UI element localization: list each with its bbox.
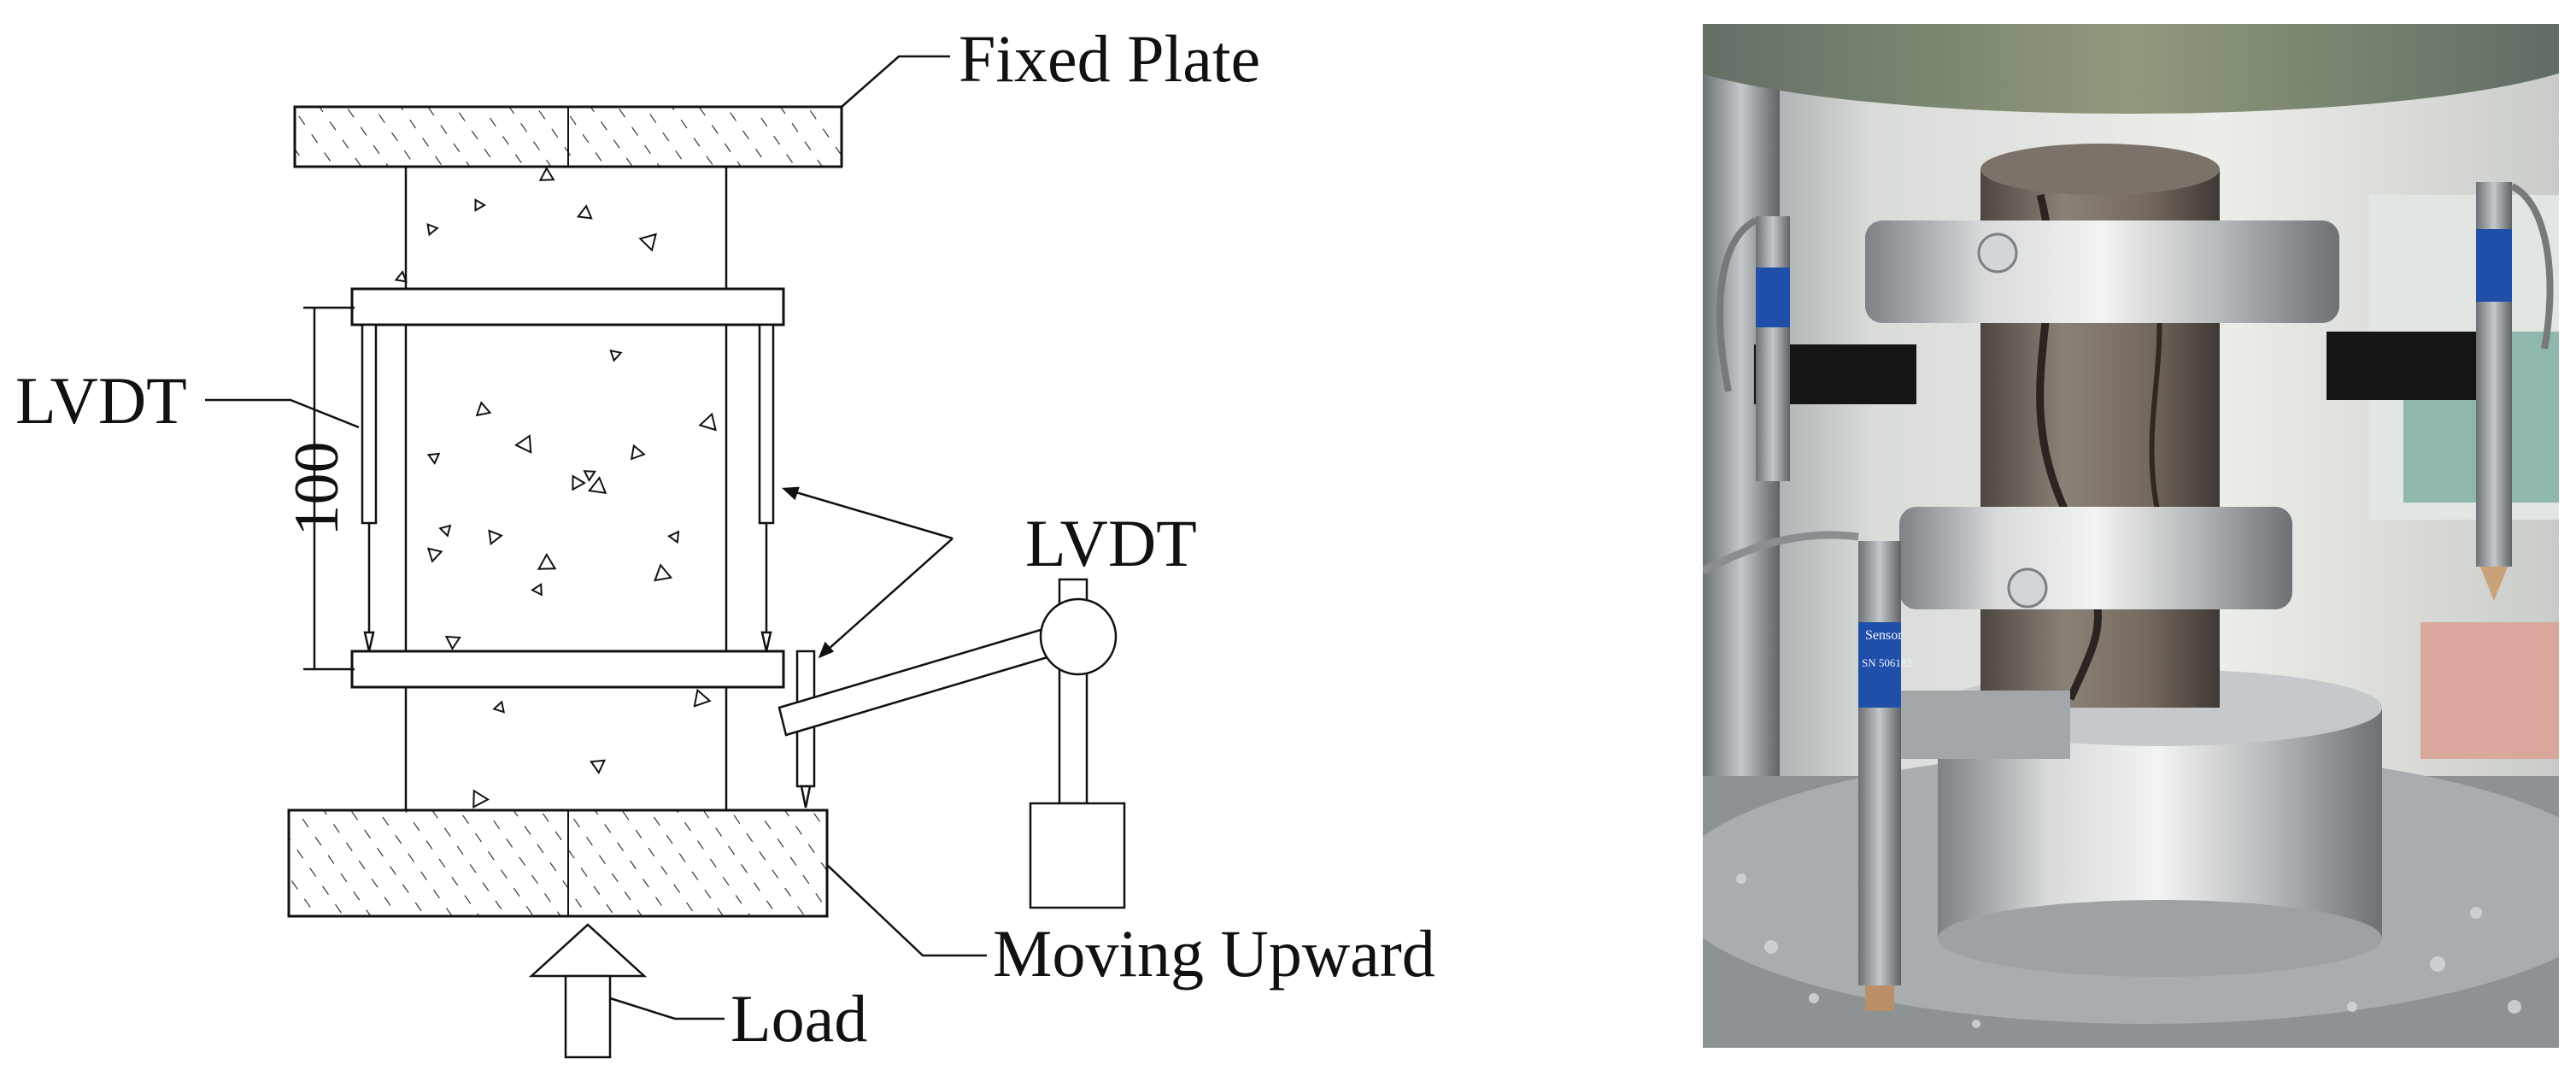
aggregate-mark bbox=[426, 223, 439, 237]
aggregate-mark bbox=[587, 476, 607, 495]
fixed-plate-label: Fixed Plate bbox=[959, 21, 1260, 96]
sensor-brand-text: Sensor bbox=[1865, 628, 1903, 643]
aggregate-mark bbox=[444, 635, 461, 650]
lvdt-right-leaders bbox=[781, 486, 954, 659]
aggregate-mark bbox=[472, 789, 490, 808]
fixed-plate bbox=[293, 105, 843, 168]
moving-upward-label: Moving Upward bbox=[993, 916, 1435, 991]
aggregate-mark bbox=[572, 474, 586, 491]
aggregate-mark bbox=[492, 700, 506, 714]
lvdt-left-sensor bbox=[361, 323, 378, 652]
aggregate-mark bbox=[488, 529, 503, 546]
lvdt-left-label: LVDT bbox=[15, 363, 187, 438]
aggregate-mark bbox=[474, 198, 486, 212]
aggregate-mark bbox=[589, 759, 607, 774]
test-setup-schematic: 100 LVDT LVDT Fi bbox=[15, 21, 1435, 1059]
load-label: Load bbox=[731, 981, 867, 1055]
lvdt-left-leader bbox=[205, 398, 360, 429]
lower-clamp-ring bbox=[350, 650, 785, 689]
aggregate-mark bbox=[638, 232, 657, 252]
moving-plate bbox=[287, 808, 829, 918]
aggregate-mark bbox=[514, 434, 532, 454]
dimension-label: 100 bbox=[282, 442, 352, 537]
aggregate-mark bbox=[630, 444, 646, 461]
aggregate-mark bbox=[426, 452, 441, 465]
magnetic-stand bbox=[777, 578, 1126, 909]
aggregate-mark bbox=[394, 270, 408, 283]
dimension-line bbox=[303, 306, 355, 671]
test-setup-photo: Sensor SN 506182 bbox=[1703, 24, 2559, 1048]
aggregate-mark bbox=[698, 412, 717, 432]
aggregate-mark bbox=[530, 583, 543, 597]
aggregate-mark bbox=[538, 166, 555, 181]
aggregate-marks bbox=[394, 166, 717, 808]
aggregate-mark bbox=[693, 688, 712, 708]
aggregate-mark bbox=[426, 547, 443, 563]
aggregate-mark bbox=[537, 552, 557, 570]
debris bbox=[1736, 873, 2521, 1028]
lvdt-right-label: LVDT bbox=[1025, 506, 1197, 580]
upper-clamp-ring bbox=[350, 287, 785, 326]
load-leader bbox=[609, 997, 725, 1020]
load-arrow bbox=[528, 923, 648, 1059]
aggregate-mark bbox=[438, 524, 452, 538]
specimen bbox=[394, 166, 728, 810]
aggregate-mark bbox=[576, 204, 593, 220]
moving-upward-leader bbox=[826, 864, 987, 957]
aggregate-mark bbox=[667, 530, 680, 544]
sensor-serial-text: SN 506182 bbox=[1862, 656, 1912, 669]
aggregate-mark bbox=[475, 401, 492, 417]
fixed-plate-leader bbox=[841, 55, 950, 108]
lvdt-right-sensor bbox=[758, 323, 775, 652]
aggregate-mark bbox=[609, 349, 623, 362]
aggregate-mark bbox=[654, 563, 673, 582]
aggregate-mark bbox=[583, 470, 596, 483]
